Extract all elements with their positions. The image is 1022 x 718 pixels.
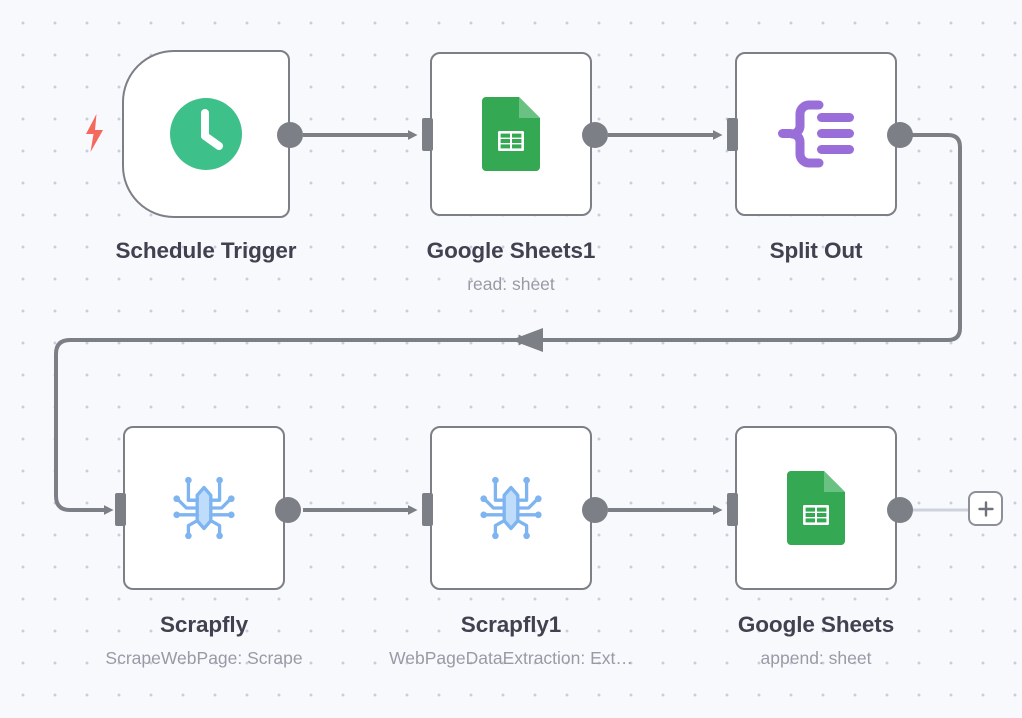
edge-loop-arrowhead — [511, 328, 543, 352]
node-label-split-out: Split Out — [769, 238, 863, 263]
node-google-sheets[interactable] — [735, 426, 897, 590]
node-subtitle-google-sheets-1: read: sheet — [467, 274, 555, 294]
add-node-button[interactable] — [968, 491, 1003, 526]
node-scrapfly[interactable] — [123, 426, 285, 590]
output-port-google-sheets[interactable] — [887, 497, 913, 523]
node-label-google-sheets: Google Sheets — [737, 612, 895, 637]
node-google-sheets-1[interactable] — [430, 52, 592, 216]
google-sheets-icon — [482, 97, 540, 171]
input-port-google-sheets-1[interactable] — [422, 118, 433, 151]
node-subtitle-scrapfly: ScrapeWebPage: Scrape — [105, 648, 303, 668]
split-out-icon — [778, 99, 854, 169]
node-label-scrapfly: Scrapfly — [160, 612, 248, 637]
node-subtitle-scrapfly-1: WebPageDataExtraction: Ext… — [389, 648, 633, 668]
plus-icon — [977, 500, 995, 518]
input-port-scrapfly[interactable] — [115, 493, 126, 526]
input-port-scrapfly-1[interactable] — [422, 493, 433, 526]
output-port-scrapfly-1[interactable] — [582, 497, 608, 523]
node-subtitle-google-sheets: append: sheet — [760, 648, 872, 668]
google-sheets-icon — [787, 471, 845, 545]
output-port-schedule-trigger[interactable] — [277, 122, 303, 148]
output-port-split-out[interactable] — [887, 122, 913, 148]
scrapfly-spider-icon — [472, 469, 550, 547]
input-port-split-out[interactable] — [727, 118, 738, 151]
scrapfly-spider-icon — [165, 469, 243, 547]
node-label-google-sheets-1: Google Sheets1 — [426, 238, 596, 263]
node-label-schedule-trigger: Schedule Trigger — [115, 238, 297, 263]
node-schedule-trigger[interactable] — [122, 50, 290, 218]
output-port-scrapfly[interactable] — [275, 497, 301, 523]
clock-icon — [169, 97, 243, 171]
node-scrapfly-1[interactable] — [430, 426, 592, 590]
trigger-lightning-bolt-icon — [82, 113, 108, 153]
input-port-google-sheets[interactable] — [727, 493, 738, 526]
node-label-scrapfly-1: Scrapfly1 — [460, 612, 562, 637]
output-port-google-sheets-1[interactable] — [582, 122, 608, 148]
node-split-out[interactable] — [735, 52, 897, 216]
